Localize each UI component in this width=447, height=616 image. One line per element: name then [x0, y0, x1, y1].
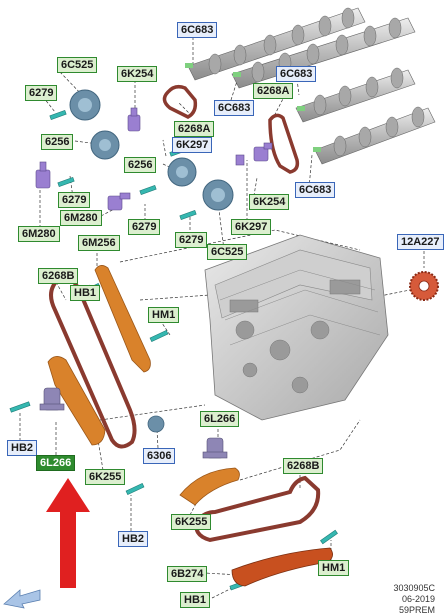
callout-6279-c: 6279 — [128, 219, 161, 235]
callout-12a227: 12A227 — [397, 234, 444, 250]
callout-6m280-mid: 6M280 — [60, 210, 102, 226]
callout-6c683-right: 6C683 — [276, 66, 317, 82]
camshaft-4 — [313, 106, 436, 165]
callout-6k254-top: 6K254 — [117, 66, 158, 82]
callout-6c683-low: 6C683 — [295, 182, 336, 198]
callout-6c525-low: 6C525 — [207, 244, 248, 260]
callout-6k255-right: 6K255 — [171, 514, 212, 530]
vct-solenoid-1 — [127, 107, 141, 132]
callout-6256-mid: 6256 — [124, 157, 157, 173]
callout-6279-b: 6279 — [58, 192, 91, 208]
callout-6306: 6306 — [143, 448, 176, 464]
callout-6279-d: 6279 — [175, 232, 208, 248]
camshaft-1 — [185, 7, 366, 81]
primary-chain-lower — [194, 475, 321, 543]
vct-phaser-left — [90, 130, 120, 160]
callout-6k254-low: 6K254 — [249, 194, 290, 210]
footer-block: 3030905C 06-2019 59PREM — [393, 583, 435, 615]
vct-solenoid-3 — [107, 192, 131, 211]
chain-tensioner-arm-6k255-left — [47, 356, 106, 446]
front-indicator-arrow — [3, 589, 41, 609]
cylinder-head-block — [204, 234, 389, 421]
callout-6c683-mid: 6C683 — [214, 100, 255, 116]
footer-date: 06-2019 — [401, 594, 435, 604]
vct-phaser-mid — [167, 157, 197, 187]
callout-hb1-low: HB1 — [180, 592, 211, 608]
vct-solenoid-4 — [253, 142, 273, 162]
callout-6c525-top: 6C525 — [57, 57, 98, 73]
crank-sprocket — [409, 271, 439, 301]
camshaft-3 — [295, 67, 416, 123]
cam-sensor-right — [235, 154, 245, 166]
callout-6c683-top: 6C683 — [177, 22, 218, 38]
callout-6268b-left: 6268B — [38, 268, 79, 284]
callout-6256-left: 6256 — [41, 134, 74, 150]
chain-tensioner-6l266-left — [39, 387, 65, 411]
callout-6k255-left: 6K255 — [85, 469, 126, 485]
callout-6k297-top: 6K297 — [172, 137, 213, 153]
footer-code: 59PREM — [398, 605, 435, 615]
callout-6268a-right: 6268A — [253, 83, 294, 99]
callout-6l266-right: 6L266 — [200, 411, 240, 427]
secondary-chain-right — [268, 113, 300, 174]
callout-6268b-right: 6268B — [283, 458, 324, 474]
secondary-chain-left — [162, 84, 198, 119]
callout-6m256: 6M256 — [78, 235, 120, 251]
callout-hb2-left: HB2 — [7, 440, 38, 456]
idler-sprocket-6306 — [147, 415, 165, 433]
primary-chain-left — [49, 275, 137, 449]
callout-6279-a: 6279 — [25, 85, 58, 101]
callout-hm1-low: HM1 — [318, 560, 350, 576]
footer-ref: 3030905C — [393, 583, 435, 593]
vct-solenoid-2 — [35, 161, 51, 189]
callout-6k297-low: 6K297 — [231, 219, 272, 235]
callout-6m280-left: 6M280 — [18, 226, 60, 242]
callout-hb2-low: HB2 — [118, 531, 149, 547]
direction-arrow — [46, 478, 90, 588]
callout-hm1-mid: HM1 — [148, 307, 180, 323]
callout-hb1-top: HB1 — [70, 285, 101, 301]
chain-tensioner-arm-6k255-right — [179, 467, 240, 506]
chain-tensioner-6l266-right — [202, 437, 228, 459]
chain-guide-6m256 — [94, 265, 151, 373]
callout-6b274: 6B274 — [167, 566, 208, 582]
vct-phaser-lower — [202, 179, 234, 211]
callout-6l266-left: 6L266 — [36, 455, 76, 471]
callout-6268a-left: 6268A — [174, 121, 215, 137]
vct-phaser-upper — [69, 89, 101, 121]
